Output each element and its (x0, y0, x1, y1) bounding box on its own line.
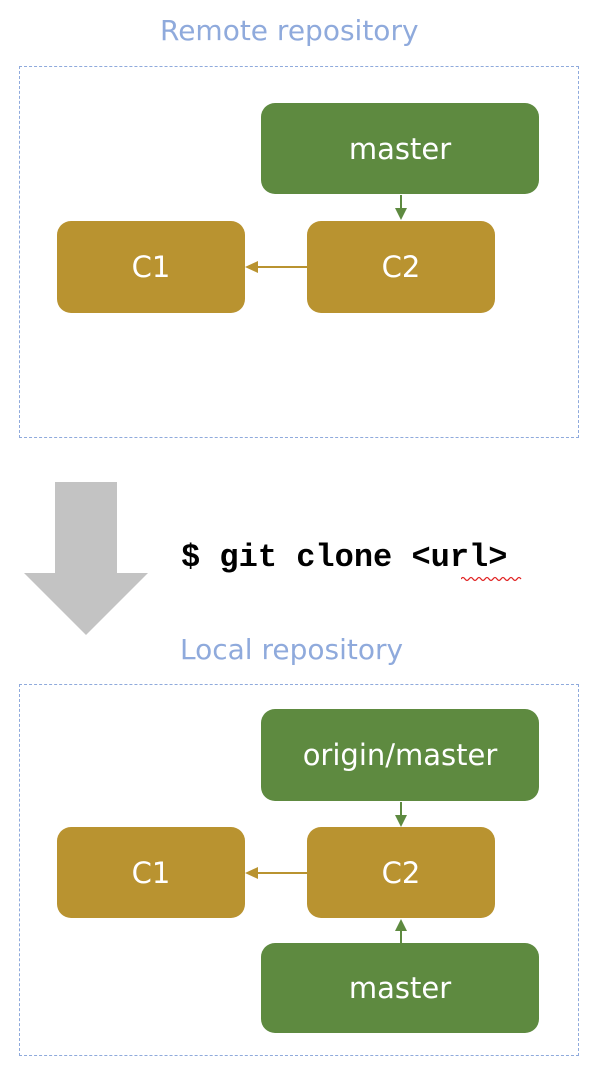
command-suffix: > (488, 539, 508, 576)
remote-repository-title: Remote repository (160, 14, 419, 47)
local-master-branch: master (261, 943, 539, 1033)
remote-master-branch: master (261, 103, 539, 194)
command-prefix: $ git clone < (181, 539, 431, 576)
command-url: url (430, 539, 489, 576)
local-master-to-c2-arrowhead (395, 919, 407, 931)
local-repository-frame (19, 684, 579, 1056)
remote-master-to-c2-arrowhead (395, 208, 407, 220)
local-commit-c1: C1 (57, 827, 245, 918)
remote-commit-c1: C1 (57, 221, 245, 313)
local-c2-to-c1-arrowhead (245, 867, 258, 879)
local-commit-c2: C2 (307, 827, 495, 918)
down-arrow-icon (24, 482, 148, 635)
local-origin-master-branch: origin/master (261, 709, 539, 801)
remote-c2-to-c1-arrowhead (245, 261, 258, 273)
remote-repository-frame (19, 66, 579, 438)
git-clone-command: $ git clone <url> (181, 539, 507, 576)
spellcheck-squiggle (461, 576, 522, 582)
local-repository-title: Local repository (180, 633, 404, 666)
remote-commit-c2: C2 (307, 221, 495, 313)
local-origin-master-to-c2-arrowhead (395, 815, 407, 827)
